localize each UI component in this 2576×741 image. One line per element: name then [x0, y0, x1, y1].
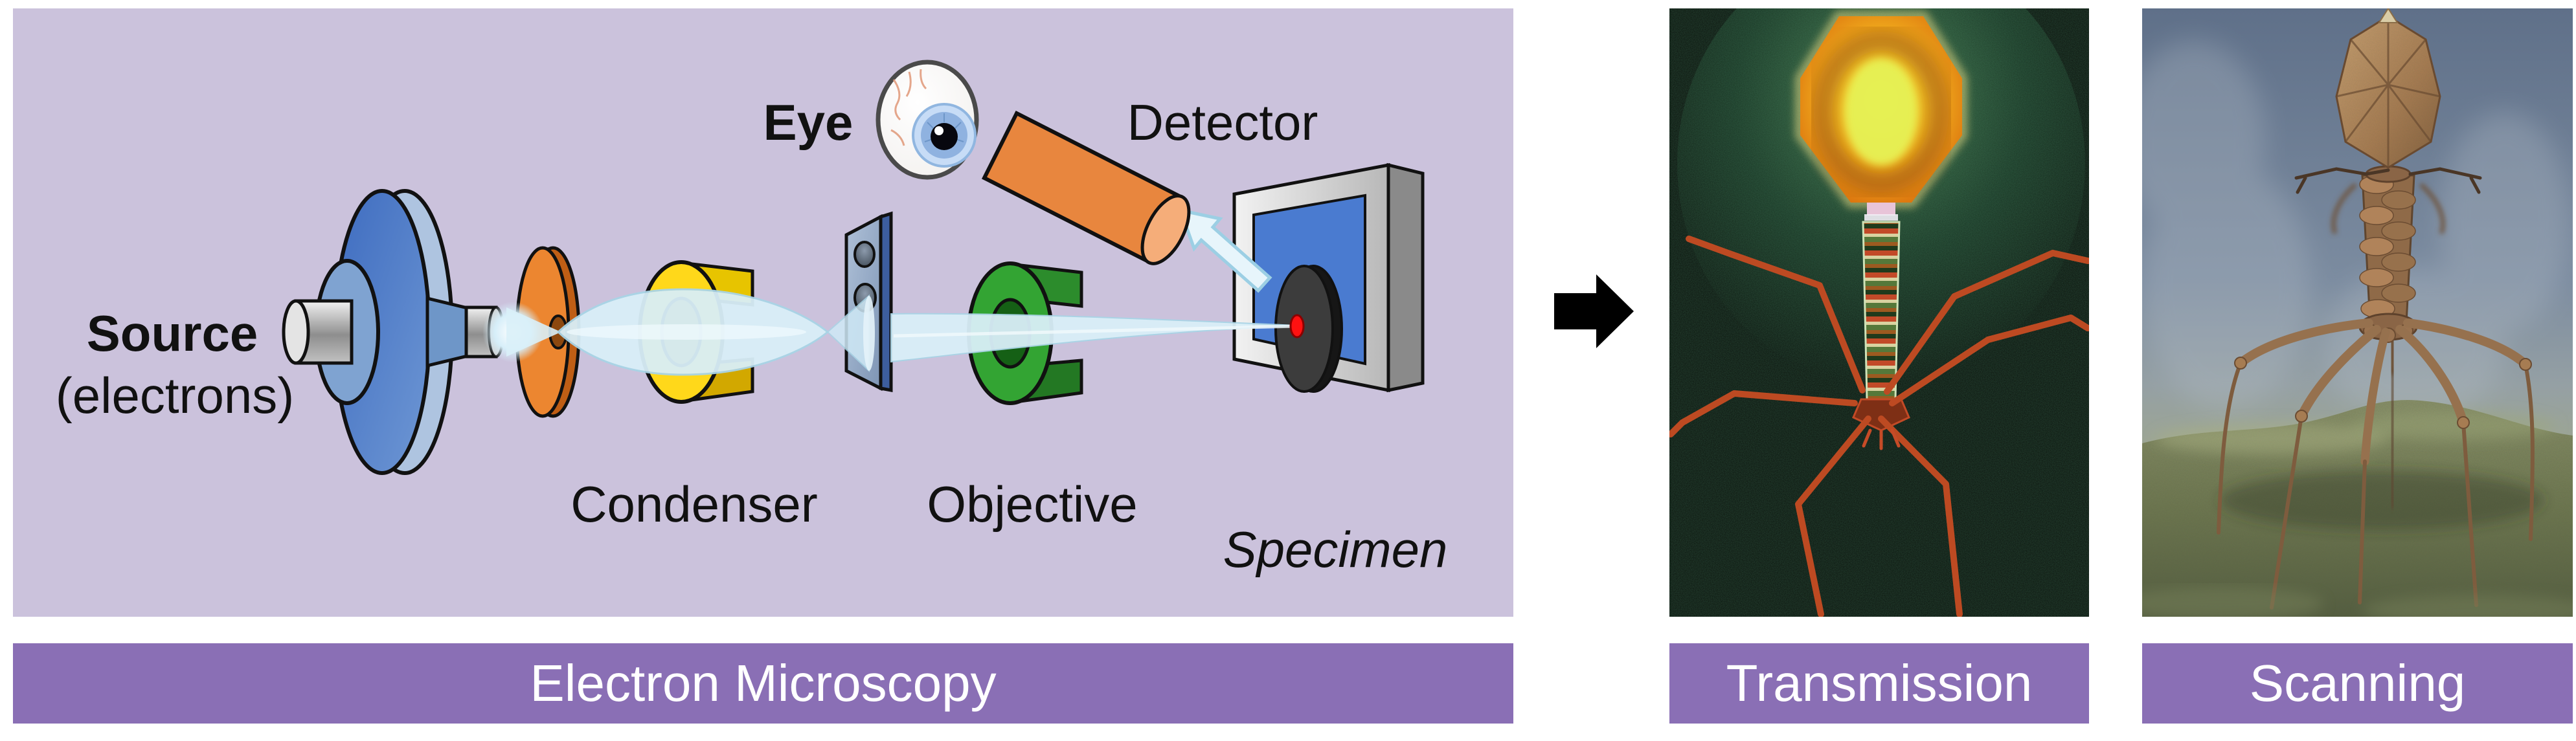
tem-phage-legs	[1669, 236, 2089, 617]
sem-banner: Scanning	[2142, 643, 2573, 724]
source-sub-label: (electrons)	[55, 367, 295, 424]
specimen-label: Specimen	[1223, 521, 1448, 578]
sem-phage-whiskers	[2294, 167, 2482, 194]
sem-banner-label: Scanning	[2249, 654, 2466, 712]
sem-micrograph	[2142, 8, 2573, 617]
sem-phage-illustration	[2217, 8, 2535, 610]
flow-arrow-icon	[1554, 274, 1634, 348]
source-label: Source	[86, 305, 258, 362]
beam-spot	[1289, 314, 1305, 338]
em-schematic-art	[282, 60, 1425, 475]
tem-phage-illustration	[1669, 11, 2089, 617]
em-schematic-panel: Source (electrons) Eye Detector Condense…	[13, 8, 1513, 617]
tem-micrograph	[1669, 8, 2089, 617]
detector-icon	[981, 110, 1191, 265]
sem-phage-legs	[2217, 318, 2535, 610]
em-banner: Electron Microscopy	[13, 643, 1513, 724]
tem-banner: Transmission	[1669, 643, 2089, 724]
electron-beam	[482, 288, 1305, 376]
detector-label: Detector	[1127, 94, 1318, 151]
scattered-electrons-arrow-icon	[1178, 208, 1272, 293]
tem-banner-label: Transmission	[1726, 654, 2033, 712]
condenser-label: Condenser	[571, 476, 818, 533]
electron-gun-icon	[282, 189, 504, 475]
eye-label: Eye	[763, 94, 853, 151]
specimen-holder-icon	[1232, 162, 1425, 393]
eyeball-icon	[876, 60, 979, 180]
objective-label: Objective	[927, 476, 1138, 533]
tem-phage-collar	[1867, 203, 1895, 216]
em-banner-label: Electron Microscopy	[530, 654, 997, 712]
tem-phage-tail	[1862, 221, 1901, 401]
